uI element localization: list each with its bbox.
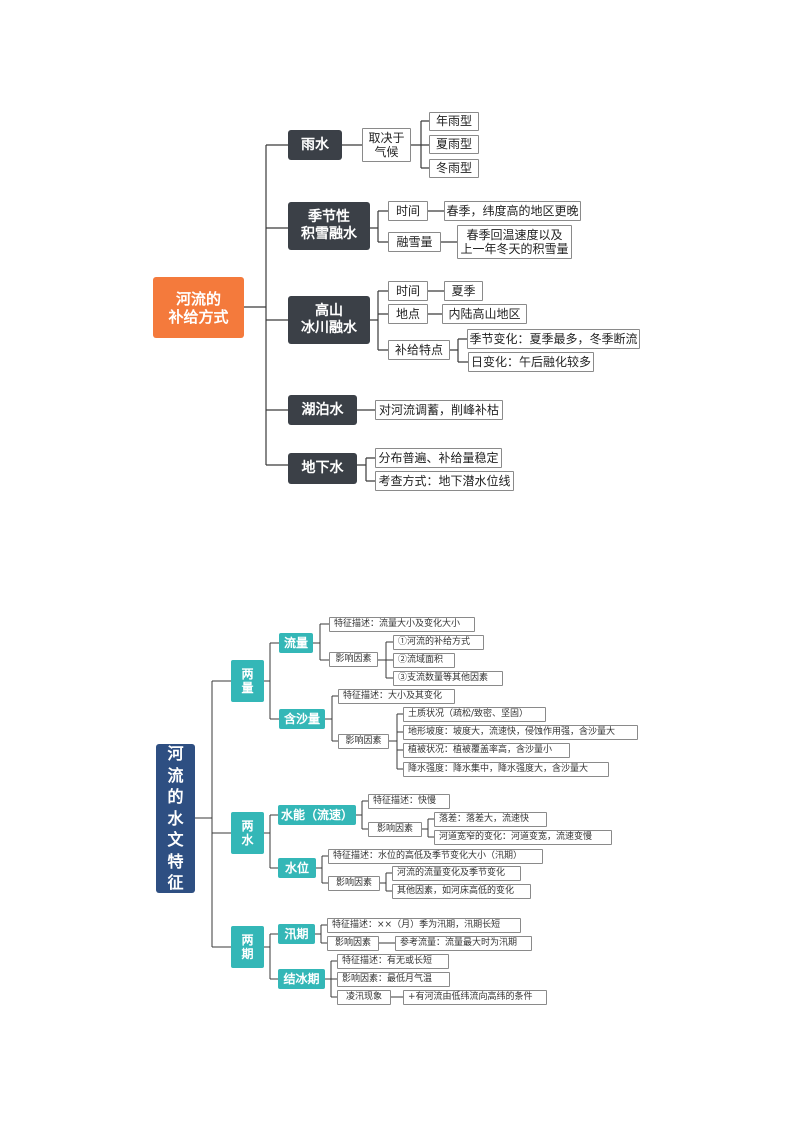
node-freeze-period[interactable]: 结冰期 [278,969,325,989]
node-ground-value-2[interactable]: 考查方式：地下潜水位线 [375,471,514,491]
node-sediment-factor-1[interactable]: 土质状况（疏松/致密、坚固） [403,707,546,722]
node-sediment-factor-4[interactable]: 降水强度：降水集中，降水强度大，含沙量大 [403,762,609,777]
node-sediment-factor-2[interactable]: 地形坡度：坡度大，流速快，侵蚀作用强，含沙量大 [403,725,638,740]
node-level-factor-2[interactable]: 其他因素，如河床高低的变化 [392,884,531,899]
node-snow-amount-label[interactable]: 融雪量 [388,232,441,252]
node-flood-feature[interactable]: 特征描述：××（月）季为汛期，汛期长短 [327,918,521,933]
node-lake-water[interactable]: 湖泊水 [288,395,357,425]
node-sediment[interactable]: 含沙量 [279,709,325,729]
node-flow-feature[interactable]: 特征描述：流量大小及变化大小 [329,617,475,632]
node-ice-jam-label[interactable]: 凌汛现象 [337,990,391,1005]
group-two-waters[interactable]: 两 水 [231,812,264,854]
node-flow-factor-1[interactable]: ①河流的补给方式 [393,635,484,650]
node-lake-value[interactable]: 对河流调蓄，削峰补枯 [375,400,503,420]
node-rain-depend-climate[interactable]: 取决于 气候 [362,128,411,162]
node-glacier-day-change[interactable]: 日变化：午后融化较多 [468,352,594,372]
node-level-factor-label[interactable]: 影响因素 [328,876,380,891]
node-rain-type-winter[interactable]: 冬雨型 [429,159,479,178]
node-flow-factor-2[interactable]: ②流域面积 [393,653,455,668]
node-snow-time-label[interactable]: 时间 [388,201,428,221]
node-glacier-place-label[interactable]: 地点 [388,304,428,324]
node-flood-period[interactable]: 汛期 [278,924,315,944]
node-glacier-season-change[interactable]: 季节变化：夏季最多，冬季断流 [467,329,640,349]
node-glacier-time-label[interactable]: 时间 [388,281,428,301]
node-energy-factor-2[interactable]: 河道宽窄的变化：河道变宽，流速变慢 [434,830,612,845]
node-flow-factor-3[interactable]: ③支流数量等其他因素 [393,671,503,686]
node-flow-factor-label[interactable]: 影响因素 [329,652,378,667]
node-snow-amount-value[interactable]: 春季回温速度以及 上一年冬天的积雪量 [457,225,572,259]
node-flow[interactable]: 流量 [279,633,313,653]
node-sediment-factor-3[interactable]: 植被状况：植被覆盖率高，含沙量小 [403,743,570,758]
node-ice-feature[interactable]: 特征描述：有无或长短 [337,954,449,969]
group-two-periods[interactable]: 两 期 [231,926,264,968]
node-energy-factor-label[interactable]: 影响因素 [368,822,422,837]
node-ground-value-1[interactable]: 分布普遍、补给量稳定 [375,448,502,468]
node-rain-type-summer[interactable]: 夏雨型 [429,135,479,154]
node-seasonal-snowmelt[interactable]: 季节性 积雪融水 [288,202,370,250]
node-groundwater[interactable]: 地下水 [288,453,357,484]
node-sediment-feature[interactable]: 特征描述：大小及其变化 [338,689,455,704]
root-node-recharge[interactable]: 河流的 补给方式 [153,277,244,338]
node-energy-factor-1[interactable]: 落差：落差大，流速快 [434,812,547,827]
node-snow-time-value[interactable]: 春季，纬度高的地区更晚 [444,201,581,221]
node-glacier-feature-label[interactable]: 补给特点 [388,340,450,360]
node-energy-feature[interactable]: 特征描述：快慢 [368,794,450,809]
group-two-quantities[interactable]: 两 量 [231,660,264,702]
node-ice-jam-value[interactable]: +有河流由低纬流向高纬的条件 [403,990,547,1005]
node-water-level[interactable]: 水位 [278,858,316,878]
node-flood-factor-label[interactable]: 影响因素 [327,936,379,951]
node-rain[interactable]: 雨水 [288,130,342,160]
node-water-energy[interactable]: 水能（流速） [278,805,356,825]
node-ice-factor[interactable]: 影响因素：最低月气温 [337,972,450,987]
node-sediment-factor-label[interactable]: 影响因素 [338,734,389,749]
node-glacier-place-value[interactable]: 内陆高山地区 [442,304,527,324]
node-glacier-time-value[interactable]: 夏季 [444,281,483,301]
node-flood-factor[interactable]: 参考流量：流量最大时为汛期 [395,936,532,951]
node-level-factor-1[interactable]: 河流的流量变化及季节变化 [392,866,521,881]
node-level-feature[interactable]: 特征描述：水位的高低及季节变化大小（汛期） [328,849,543,864]
node-glacier-melt[interactable]: 高山 冰川融水 [288,296,370,344]
node-rain-type-annual[interactable]: 年雨型 [429,112,479,131]
root-node-hydrology[interactable]: 河 流 的 水 文 特 征 [156,744,195,893]
